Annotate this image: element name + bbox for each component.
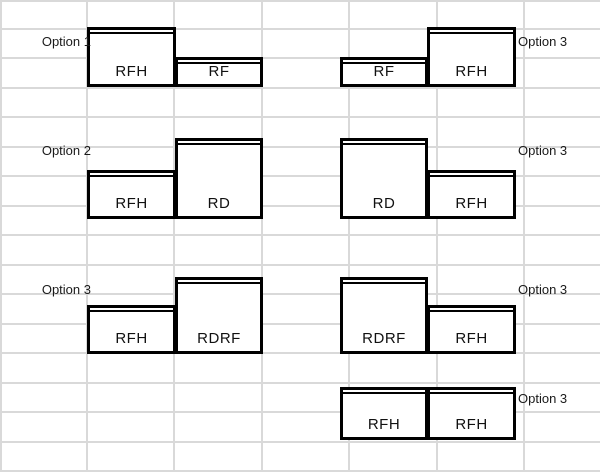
diagram-box: RFH: [427, 387, 516, 440]
diagram-box: RDRF: [175, 277, 263, 354]
diagram-box-label: RFH: [455, 330, 488, 347]
diagram-box-label: RD: [372, 195, 396, 212]
diagram-box-label: RDRF: [362, 330, 406, 347]
diagram-box-label: RF: [208, 63, 230, 80]
diagram-box: RDRF: [340, 277, 428, 354]
option-label: Option 3: [518, 282, 568, 297]
option-label: Option 3: [518, 143, 568, 158]
grid-line-horizontal: [0, 234, 600, 236]
diagram-box: RFH: [87, 305, 176, 354]
grid-line-horizontal: [0, 87, 600, 89]
diagram-box-label: RFH: [455, 195, 488, 212]
grid-line-horizontal: [0, 382, 600, 384]
diagram-box-label: RFH: [367, 416, 401, 433]
diagram-box: RF: [340, 57, 428, 87]
diagram-box: RFH: [87, 170, 176, 219]
diagram-box: RFH: [427, 170, 516, 219]
diagram-box-label: RFH: [455, 416, 488, 433]
grid-line-horizontal: [0, 175, 600, 177]
grid-line-horizontal: [0, 323, 600, 325]
diagram-box-label: RD: [207, 195, 231, 212]
grid-line-horizontal: [0, 411, 600, 413]
grid-line-horizontal: [0, 352, 600, 354]
grid-line-horizontal: [0, 441, 600, 443]
option-label: Option 2: [41, 143, 91, 158]
grid-line-horizontal: [0, 0, 600, 2]
grid-line-vertical: [261, 0, 263, 472]
grid-line-horizontal: [0, 116, 600, 118]
grid-line-horizontal: [0, 470, 600, 472]
diagram-box: RFH: [427, 305, 516, 354]
diagram-box: RFH: [87, 27, 176, 87]
diagram-box-label: RFH: [115, 330, 148, 347]
option-label: Option 3: [41, 282, 91, 297]
option-label: Option 3: [518, 391, 568, 406]
diagram-box-label: RDRF: [197, 330, 241, 347]
diagram-box-label: RF: [373, 63, 395, 80]
grid-line-vertical: [0, 0, 2, 472]
diagram-box-label: RFH: [115, 63, 148, 80]
diagram-box-label: RFH: [455, 63, 488, 80]
option-label: Option 1: [41, 34, 91, 49]
grid-line-vertical: [173, 0, 175, 472]
diagram-box: RF: [175, 57, 263, 87]
grid-line-vertical: [523, 0, 525, 472]
grid-line-horizontal: [0, 146, 600, 148]
diagram-box: RFH: [427, 27, 516, 87]
diagram-box-label: RFH: [115, 195, 148, 212]
diagram-box: RFH: [340, 387, 428, 440]
option-label: Option 3: [518, 34, 568, 49]
diagram-box: RD: [340, 138, 428, 219]
grid-line-vertical: [86, 0, 88, 472]
grid-line-horizontal: [0, 293, 600, 295]
grid-line-vertical: [436, 0, 438, 472]
grid-line-horizontal: [0, 264, 600, 266]
grid-line-horizontal: [0, 28, 600, 30]
grid-line-horizontal: [0, 57, 600, 59]
diagram-box: RD: [175, 138, 263, 219]
grid-line-vertical: [348, 0, 350, 472]
grid-line-horizontal: [0, 205, 600, 207]
